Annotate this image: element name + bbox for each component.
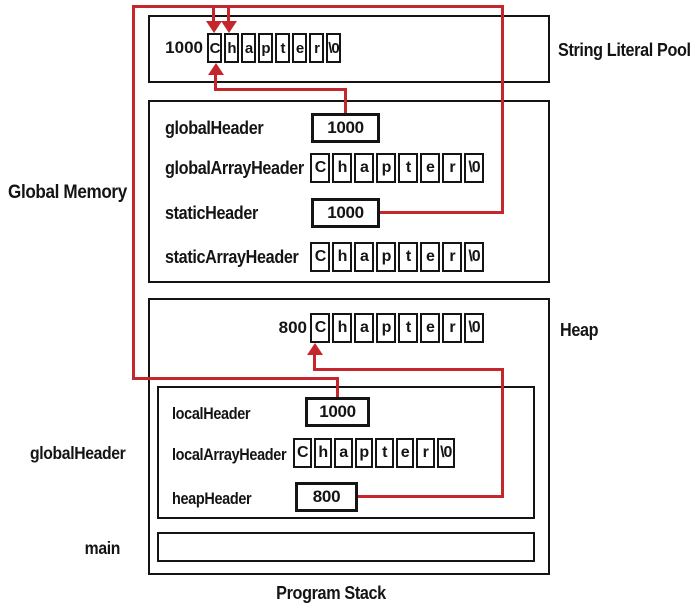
arrow-top-horizontal [132,5,504,8]
char-cell: e [395,438,414,468]
char-cell: C [293,438,312,468]
arrow-heap-header-horizontal [358,495,504,498]
char-cell: \0 [464,313,484,343]
arrow-global-header-upline [214,74,217,91]
char-cell: t [398,313,418,343]
char-cell: t [375,438,394,468]
frame-main-label: main [84,538,121,558]
char-cell: C [310,313,330,343]
arrow-heap-upper-horizontal [313,368,504,371]
arrow-global-header-vertical [344,88,347,113]
local-array-header-label: localArrayHeader [172,445,287,464]
char-cell: h [224,33,239,63]
char-cell: a [354,313,374,343]
arrow-drop2-head [220,21,237,33]
static-array-header-label: staticArrayHeader [165,247,299,267]
char-cell: \0 [436,438,455,468]
char-cell: a [354,153,374,183]
char-cell: p [376,153,396,183]
char-cell: p [376,242,396,272]
char-cell: t [275,33,290,63]
char-cell: a [354,242,374,272]
char-cell: r [309,33,324,63]
heap-header-value: 800 [295,482,358,512]
global-header-value: 1000 [311,113,380,143]
arrow-global-header-uphead [207,63,224,75]
frame-global-header-label: globalHeader [30,443,126,463]
char-cell: e [420,242,440,272]
char-cell: h [332,313,352,343]
char-cell: p [376,313,396,343]
char-cell: a [241,33,256,63]
char-cell: C [310,153,330,183]
char-cell: \0 [464,242,484,272]
pool-address: 1000 [165,38,203,57]
char-cell: C [310,242,330,272]
global-header-label: globalHeader [165,118,264,138]
arrow-local-header-horizontal [132,377,339,380]
arrow-drop1-line [212,5,215,23]
char-cell: r [416,438,435,468]
stack-frame-box [157,386,535,519]
heap-address: 800 [278,318,307,337]
arrow-static-header-horizontal [380,211,504,214]
char-cell: e [292,33,307,63]
char-cell: r [442,242,462,272]
string-literal-pool-box [148,15,550,83]
static-header-value: 1000 [311,198,380,228]
arrow-local-header-drop [336,377,339,397]
static-header-label: staticHeader [165,203,258,223]
arrow-drop1-head [205,21,222,33]
char-cell: p [354,438,373,468]
arrow-heap-header-vertical [501,368,504,498]
char-cell: e [420,153,440,183]
global-array-header-label: globalArrayHeader [165,158,304,178]
char-cell: \0 [464,153,484,183]
arrow-global-header-horizontal [214,88,347,91]
char-cell: p [258,33,273,63]
arrow-drop2-line [227,5,230,23]
main-frame-box [157,532,535,562]
char-cell: C [207,33,222,63]
char-cell: h [313,438,332,468]
char-cell: e [420,313,440,343]
char-cell: a [334,438,353,468]
arrow-static-header-vertical [501,5,504,214]
arrow-heap-uphead [306,343,323,355]
program-stack-label: Program Stack [276,583,386,603]
char-cell: \0 [326,33,341,63]
program-stack-box [148,298,550,575]
char-cell: r [442,313,462,343]
arrow-heap-upline [313,355,316,371]
char-cell: t [398,153,418,183]
heap-label: Heap [560,320,599,340]
char-cell: h [332,242,352,272]
arrow-local-header-vertical [132,5,135,379]
local-header-label: localHeader [172,404,251,423]
char-cell: t [398,242,418,272]
heap-header-label: heapHeader [172,489,252,508]
global-memory-label: Global Memory [8,182,127,203]
string-literal-pool-label: String Literal Pool [558,40,691,60]
char-cell: r [442,153,462,183]
global-memory-box [148,100,550,283]
char-cell: h [332,153,352,183]
local-header-value: 1000 [305,397,370,427]
